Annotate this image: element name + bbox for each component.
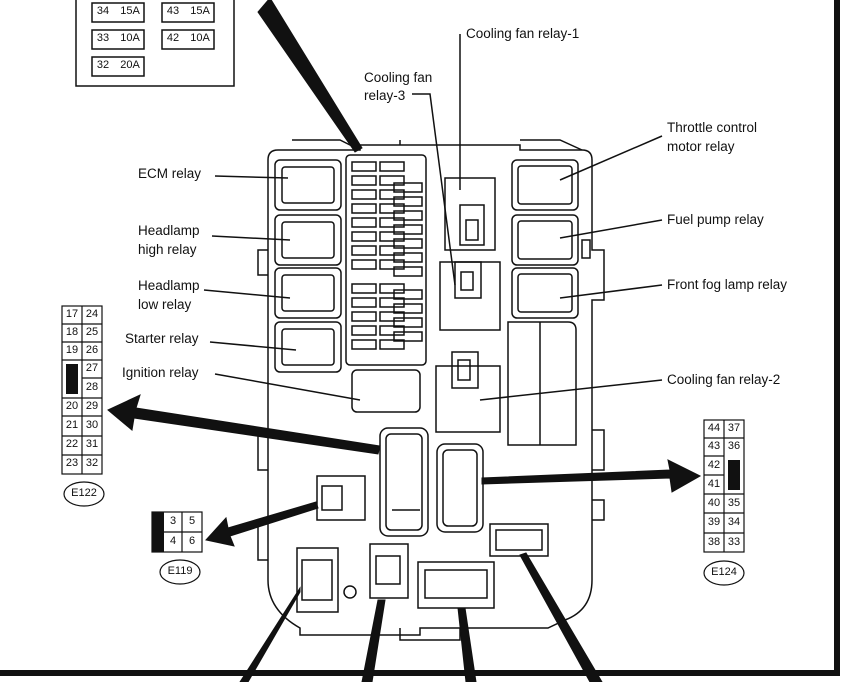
e124-cell: 36 xyxy=(727,440,741,452)
connector-e119-socket xyxy=(316,475,366,521)
connector-e122-socket xyxy=(379,427,429,537)
label-front-fog: Front fog lamp relay xyxy=(667,277,788,292)
relay-box-outline xyxy=(267,144,605,636)
label-throttle-line2: motor relay xyxy=(667,139,735,154)
e122-key xyxy=(66,364,78,394)
e122-cell: 23 xyxy=(65,457,79,469)
e122-cell: 28 xyxy=(85,381,99,393)
fuse-table-cell: 15A xyxy=(190,5,210,17)
e124-cell: 35 xyxy=(727,497,741,509)
label-headlamp-high-line2: high relay xyxy=(138,242,197,257)
fuel-pump-relay xyxy=(511,214,579,266)
ignition-relay xyxy=(351,369,421,413)
fuse-table-cell: 32 xyxy=(96,59,110,71)
fuse-block xyxy=(345,154,427,366)
label-starter-relay: Starter relay xyxy=(125,331,199,346)
e122-cell: 29 xyxy=(85,400,99,412)
e122-cell: 26 xyxy=(85,344,99,356)
fuse-table-cell: 34 xyxy=(96,5,110,17)
label-ecm-relay: ECM relay xyxy=(138,166,202,181)
starter-relay xyxy=(274,321,342,373)
e122-cell: 18 xyxy=(65,326,79,338)
fuse-table-cell: 20A xyxy=(120,59,140,71)
e119-cell: 3 xyxy=(169,515,177,527)
label-fuel-pump: Fuel pump relay xyxy=(667,212,764,227)
e124-cell: 44 xyxy=(707,422,721,434)
label-cooling-fan-relay-3-line1: Cooling fan xyxy=(364,70,433,85)
e124-cell: 38 xyxy=(707,536,721,548)
throttle-relay xyxy=(511,159,579,211)
e122-cell: 22 xyxy=(65,438,79,450)
connector-e122-grid xyxy=(61,305,103,475)
e124-cell: 40 xyxy=(707,497,721,509)
e119-cell: 4 xyxy=(169,535,177,547)
fuse-table-cell: 10A xyxy=(190,32,210,44)
label-headlamp-low-line2: low relay xyxy=(138,297,192,312)
e122-cell: 19 xyxy=(65,344,79,356)
headlamp-high-relay xyxy=(274,214,342,266)
ecm-relay xyxy=(274,159,342,211)
e122-cell: 20 xyxy=(65,400,79,412)
front-fog-relay xyxy=(511,267,579,319)
e122-cell: 32 xyxy=(85,457,99,469)
e122-cell: 31 xyxy=(85,438,99,450)
label-ignition-relay: Ignition relay xyxy=(122,365,199,380)
label-cooling-fan-relay-3-line2: relay-3 xyxy=(364,88,406,103)
e124-cell: 37 xyxy=(727,422,741,434)
label-headlamp-low-line1: Headlamp xyxy=(138,278,200,293)
fuse-table-cell: 15A xyxy=(120,5,140,17)
fuse-table-cell: 33 xyxy=(96,32,110,44)
e124-id-badge xyxy=(703,560,745,586)
e124-cell: 43 xyxy=(707,440,721,452)
headlamp-low-relay xyxy=(274,267,342,319)
e124-cell: 41 xyxy=(707,478,721,490)
e122-cell: 30 xyxy=(85,419,99,431)
e122-cell: 25 xyxy=(85,326,99,338)
e122-id-badge xyxy=(63,481,105,507)
e124-cell: 34 xyxy=(727,516,741,528)
e119-id: E119 xyxy=(167,565,193,577)
e124-cell: 39 xyxy=(707,516,721,528)
e119-cell: 5 xyxy=(188,515,196,527)
fuse-rows xyxy=(351,161,405,350)
label-headlamp-high-line1: Headlamp xyxy=(138,223,200,238)
e124-cell: 42 xyxy=(707,459,721,471)
e119-id-badge xyxy=(159,559,201,585)
connector-e124-grid xyxy=(703,419,745,553)
fuse-table-cell: 42 xyxy=(166,32,180,44)
e119-key xyxy=(152,512,164,552)
fuse-table-cell: 43 xyxy=(166,5,180,17)
e122-cell: 27 xyxy=(85,362,99,374)
e122-cell: 17 xyxy=(65,308,79,320)
label-cooling-fan-relay-1: Cooling fan relay-1 xyxy=(466,26,580,41)
e124-id: E124 xyxy=(711,566,737,578)
e119-cell: 6 xyxy=(188,535,196,547)
e124-cell: 33 xyxy=(727,536,741,548)
label-throttle-line1: Throttle control xyxy=(667,120,758,135)
e122-id: E122 xyxy=(71,487,97,499)
fuse-table-cell: 10A xyxy=(120,32,140,44)
connector-e124-socket xyxy=(436,443,484,533)
cooling-fan-relay-1 xyxy=(444,177,496,251)
fuse-column-right xyxy=(393,182,423,342)
e122-cell: 21 xyxy=(65,419,79,431)
e124-key xyxy=(728,460,740,490)
fuse-table-frame xyxy=(75,0,235,87)
label-cooling-fan-relay-2: Cooling fan relay-2 xyxy=(667,372,781,387)
e122-cell: 24 xyxy=(85,308,99,320)
